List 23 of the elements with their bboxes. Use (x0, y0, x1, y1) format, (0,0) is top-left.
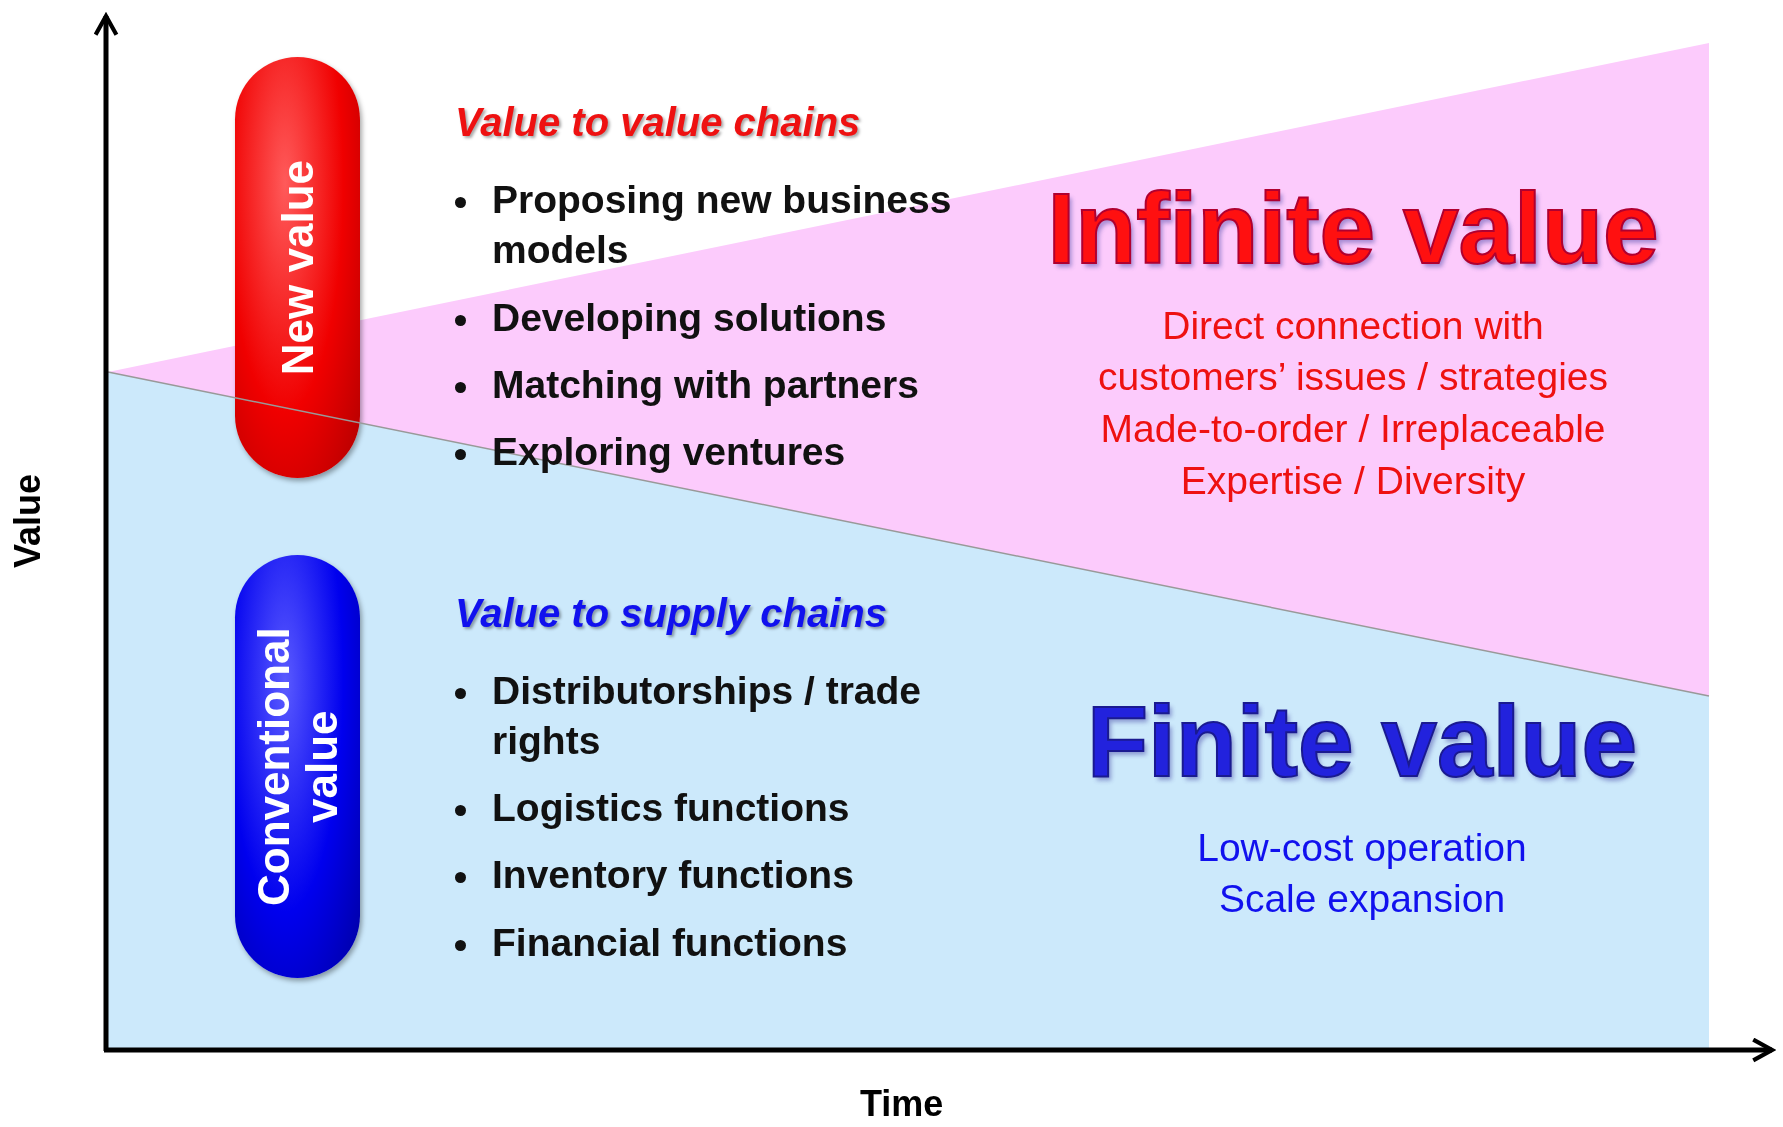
bullet-item: Financial functions (492, 920, 849, 966)
section-heading: Value to supply chains (455, 591, 887, 636)
region-text: Expertise / Diversity (1179, 458, 1527, 504)
region-text: Made-to-order / Irreplaceable (1099, 406, 1607, 452)
bullet-item: Matching with partners (492, 362, 920, 408)
bullet-item: Proposing new business models (492, 177, 953, 273)
bullet-item: Inventory functions (492, 852, 855, 898)
region-text: Low-cost operation (1196, 825, 1528, 871)
region-title: Finite value (1085, 684, 1639, 799)
bullet-item: Developing solutions (492, 295, 888, 341)
pill-label: Conventional value (249, 626, 346, 908)
pill-shape (235, 555, 360, 978)
section-heading: Value to value chains (455, 100, 861, 145)
region-text: Scale expansion (1217, 876, 1507, 922)
axis-label: Value (8, 474, 48, 569)
pill-shape (235, 57, 360, 478)
axis-label: Time (860, 1084, 944, 1124)
bullet-item: Logistics functions (492, 785, 851, 831)
bullet-item: Exploring ventures (492, 429, 847, 475)
region-text: Direct connection with customers’ issues / strategies (1096, 303, 1610, 400)
region-title: Infinite value (1046, 171, 1660, 286)
pill-label: New value (273, 159, 322, 376)
bullet-item: Distributorships / trade rights (492, 668, 923, 764)
